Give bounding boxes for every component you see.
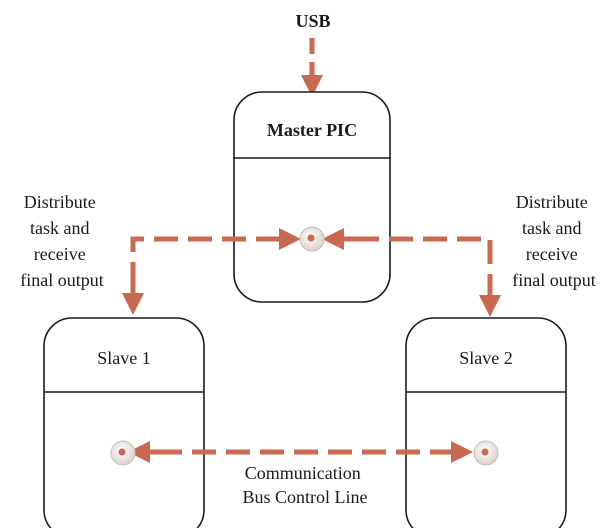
slave-1-title: Slave 1	[97, 348, 151, 368]
left-label-line-3: receive	[34, 244, 86, 264]
right-label-line-2: task and	[522, 218, 581, 238]
slave-1-box	[43, 317, 205, 528]
master-pic-box	[233, 91, 391, 303]
right-distribute-label: Distribute task and receive final output	[512, 192, 596, 290]
left-distribute-label: Distribute task and receive final output	[20, 192, 104, 290]
master-pic-title: Master PIC	[267, 120, 357, 140]
right-label-line-4: final output	[512, 270, 596, 290]
master-to-slave1-path	[130, 236, 280, 280]
slave-2-title: Slave 2	[459, 348, 513, 368]
right-label-line-3: receive	[526, 244, 578, 264]
slave-2-block: Slave 2	[405, 317, 567, 528]
left-label-line-2: task and	[30, 218, 89, 238]
master-node-icon	[299, 226, 325, 252]
master-pic-block: Master PIC	[233, 91, 391, 303]
left-label-line-1: Distribute	[24, 192, 96, 212]
left-label-line-4: final output	[20, 270, 104, 290]
bus-label-line-1: Communication	[245, 463, 361, 483]
slave-2-box	[405, 317, 567, 528]
slave-2-node-icon	[473, 440, 499, 466]
slave-1-node-icon	[110, 440, 136, 466]
right-label-line-1: Distribute	[516, 192, 588, 212]
bus-label-line-2: Bus Control Line	[243, 487, 368, 507]
bus-label: Communication Bus Control Line	[243, 463, 368, 507]
usb-label: USB	[295, 11, 330, 31]
master-to-slave2-path	[355, 236, 493, 282]
slave-1-block: Slave 1	[43, 317, 205, 528]
